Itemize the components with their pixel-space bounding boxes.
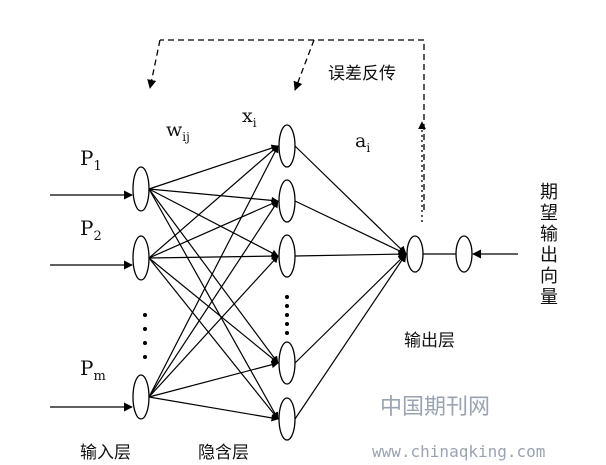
input-neuron	[132, 235, 150, 281]
output-layer-label: 输出层	[404, 331, 455, 351]
hidden-output-connection	[294, 249, 407, 259]
hidden-neuron	[278, 341, 296, 385]
hidden-output-connection	[294, 145, 407, 255]
input-hidden-connection	[148, 361, 279, 398]
feedback-label: 误差反传	[328, 64, 396, 84]
hidden-neuron	[278, 397, 296, 441]
hidden-neuron	[278, 234, 296, 278]
input-label-pm: Pm	[80, 356, 106, 384]
hidden-neuron	[278, 179, 296, 223]
output-neurons	[406, 235, 473, 273]
input-hidden-connection	[148, 188, 279, 204]
hidden-neuron	[278, 124, 296, 168]
input-label-p2: P2	[80, 216, 102, 244]
hidden-output-connection	[294, 253, 407, 364]
input-hidden-connection	[148, 188, 279, 364]
input-hidden-connection	[148, 200, 279, 259]
input-hidden-connection	[148, 145, 279, 259]
input-hidden-connection	[148, 188, 279, 420]
input-arrows	[50, 190, 133, 412]
input-hidden-connection	[148, 257, 279, 420]
hidden-output-connections	[294, 145, 407, 420]
input-hidden-connection	[148, 396, 279, 422]
error-feedback-path	[147, 39, 425, 210]
hidden-layer-label: 隐含层	[198, 443, 249, 463]
input-hidden-connection	[148, 252, 279, 260]
hidden-output-connection	[294, 200, 407, 255]
input-ellipsis	[143, 313, 147, 359]
input-hidden-connections	[148, 144, 279, 422]
hidden-ellipsis	[285, 295, 289, 335]
hidden-value-label: xi	[242, 105, 257, 130]
watermark-title: 中国期刊网	[380, 395, 490, 420]
output-weight-label: ai	[355, 130, 370, 155]
weight-label: wij	[166, 119, 190, 144]
target-neuron	[455, 235, 473, 273]
input-layer-label: 输入层	[80, 443, 131, 463]
input-hidden-connection	[148, 144, 279, 190]
hidden-output-connection	[294, 253, 407, 420]
input-neurons	[132, 166, 150, 420]
input-hidden-connection	[148, 145, 279, 398]
input-hidden-connection	[148, 257, 279, 364]
input-hidden-connection	[148, 255, 279, 398]
target-output-vector-label: 期望输出向量	[540, 182, 558, 308]
input-hidden-connection	[148, 200, 279, 398]
output-neuron	[406, 235, 424, 273]
input-neuron	[132, 166, 150, 212]
input-hidden-connection	[148, 188, 279, 257]
input-neuron	[132, 374, 150, 420]
hidden-neurons	[278, 124, 296, 441]
watermark-url: www.chinaqking.com	[372, 442, 545, 461]
input-label-p1: P1	[80, 146, 102, 174]
